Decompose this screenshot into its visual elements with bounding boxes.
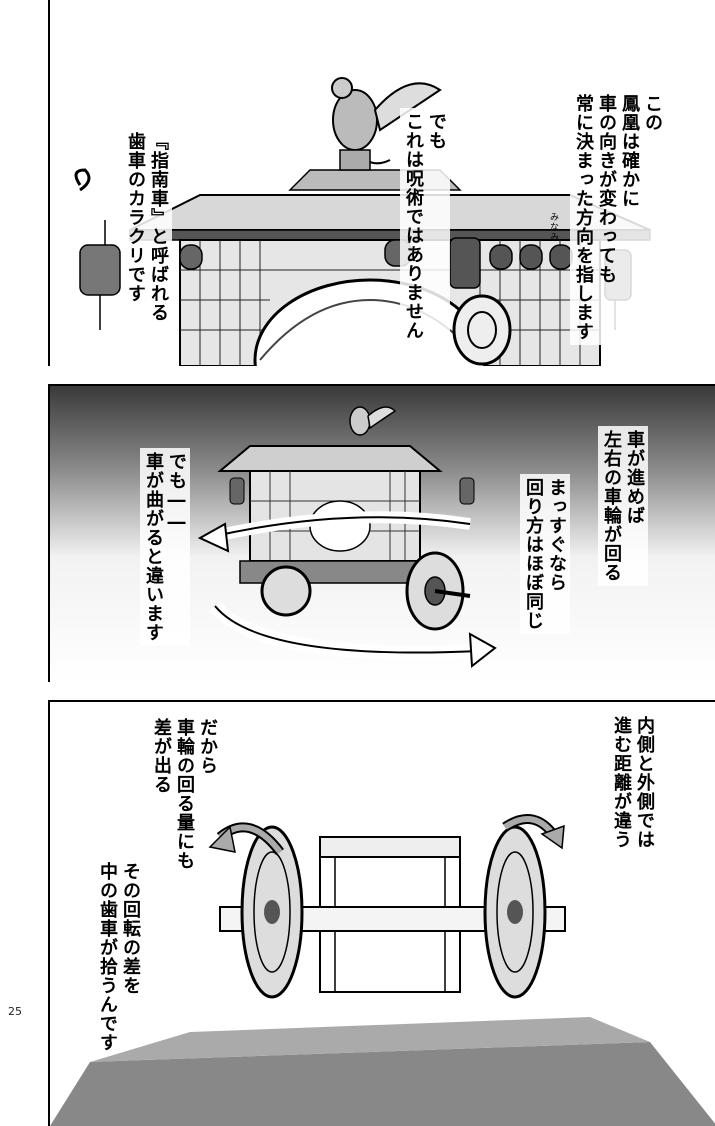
panel-2-text-a: 車が進めば 左右の車輪が回る: [598, 426, 648, 586]
panel-3: 内側と外側では 進む距離が違う だから 車輪の回る量にも 差が出る その回転の差…: [48, 700, 715, 1126]
panel-1-text-a: この 鳳凰は確かに 車の向きが変わっても 常に決まった方向を指します: [570, 90, 666, 345]
axle-diagram-illustration: [50, 814, 715, 1126]
panel-1-ruby: みなみ: [548, 212, 558, 242]
page-number: 25: [8, 1005, 22, 1018]
panel-3-text-b: だから 車輪の回る量にも 差が出る: [151, 718, 218, 870]
panel-3-text-a: 内側と外側では 進む距離が違う: [611, 716, 655, 849]
panel-2: 車が進めば 左右の車輪が回る まっすぐなら 回り方はほぼ同じ でも―― 車が曲が…: [48, 384, 715, 682]
panel-1-text-c: 『指南車』と呼ばれる 歯車のカラクリです: [122, 128, 172, 326]
page-gutter: [0, 0, 48, 1124]
panel-2-text-b: まっすぐなら 回り方はほぼ同じ: [520, 474, 570, 634]
panel-2-text-c: でも―― 車が曲がると違います: [140, 448, 190, 646]
panel-1: この 鳳凰は確かに 車の向きが変わっても 常に決まった方向を指します でも これ…: [48, 0, 715, 366]
phoenix-statue: [331, 77, 442, 171]
panel-3-text-c: その回転の差を 中の歯車が拾うんです: [97, 862, 141, 1052]
carriage-turning-illustration: [197, 406, 497, 668]
panel-1-text-b: でも これは呪術ではありません: [400, 108, 450, 344]
